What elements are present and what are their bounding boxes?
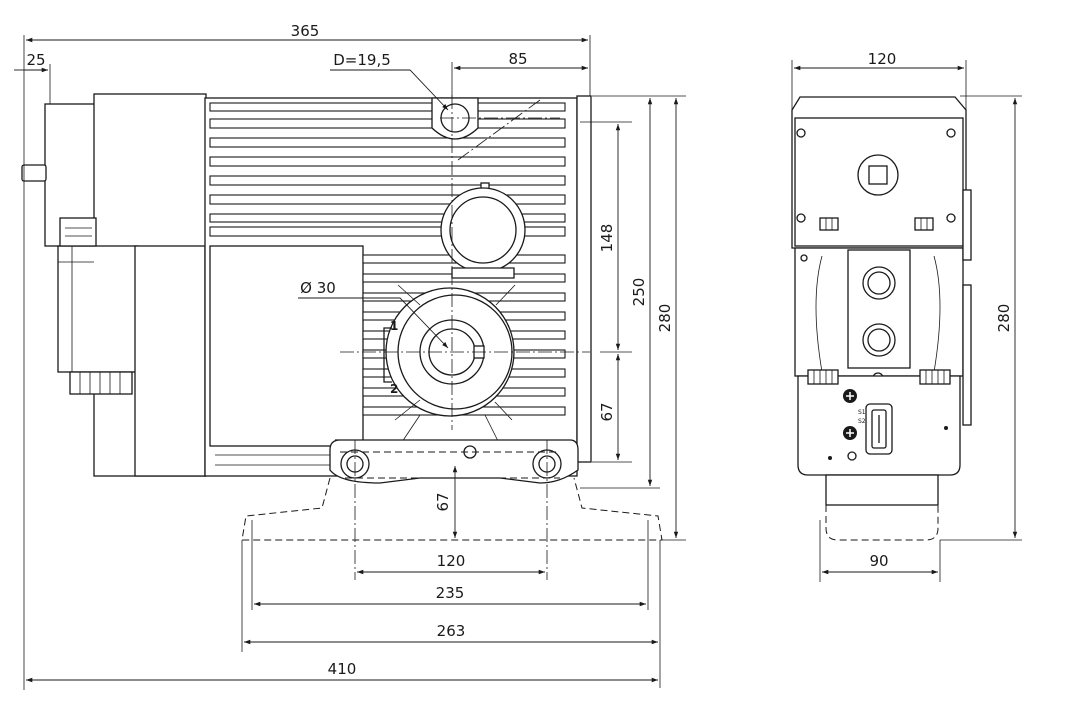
dim-side-90: 90 xyxy=(869,552,888,570)
position-1-label: 1 xyxy=(390,319,398,333)
dim-250: 250 xyxy=(630,278,648,307)
side-middle-section xyxy=(794,189,972,426)
dim-148: 148 xyxy=(598,224,616,253)
upper-bore xyxy=(431,97,479,140)
motor-body xyxy=(204,95,592,477)
dim-diameter-30: Ø 30 xyxy=(300,279,336,297)
dim-25: 25 xyxy=(26,51,45,69)
dim-235: 235 xyxy=(436,584,465,602)
dim-d19-5: D=19,5 xyxy=(333,51,391,69)
dim-120-foot: 120 xyxy=(437,552,466,570)
dim-85: 85 xyxy=(508,50,527,68)
foot-plate xyxy=(329,439,579,484)
position-2-label: 2 xyxy=(390,382,398,396)
dim-side-120: 120 xyxy=(868,50,897,68)
front-view: 1 2 xyxy=(14,22,686,690)
side-dimension-lines xyxy=(791,60,1022,582)
center-lines xyxy=(340,95,590,580)
switch-s2-label: S2 xyxy=(858,418,866,425)
dim-410: 410 xyxy=(328,660,357,678)
dimension-lines xyxy=(14,35,686,690)
side-view: S1 S2 120 280 90 xyxy=(791,50,1022,582)
dim-side-280: 280 xyxy=(995,304,1013,333)
dim-67-foot: 67 xyxy=(434,492,452,511)
gearbox-housing xyxy=(21,93,207,477)
dim-263: 263 xyxy=(437,622,466,640)
side-bottom-box xyxy=(797,369,961,476)
control-box-top xyxy=(791,96,967,249)
dim-365: 365 xyxy=(291,22,320,40)
base-outline xyxy=(241,451,663,541)
dim-280-front: 280 xyxy=(656,304,674,333)
dim-67-side: 67 xyxy=(598,402,616,421)
mid-boss xyxy=(440,182,526,279)
switch-s1-label: S1 xyxy=(858,409,866,416)
